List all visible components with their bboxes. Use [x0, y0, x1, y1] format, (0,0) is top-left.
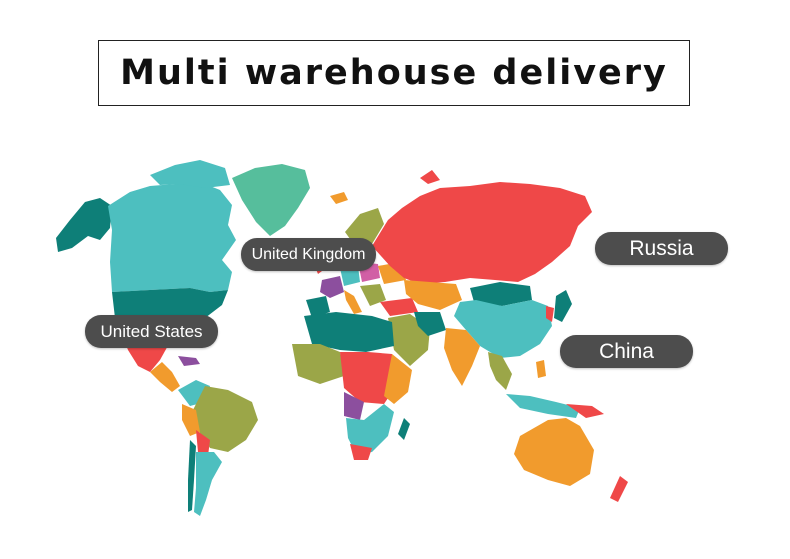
region-central-america — [150, 362, 180, 392]
region-bolivia — [196, 430, 210, 456]
region-turkey — [380, 298, 418, 316]
north-america — [56, 160, 310, 392]
region-france — [320, 276, 344, 298]
region-caribbean — [178, 356, 200, 366]
region-germany — [340, 266, 360, 286]
label-russia: Russia — [595, 232, 728, 265]
label-united-states-text: United States — [100, 321, 203, 341]
region-west-africa — [292, 344, 344, 384]
region-india — [444, 328, 480, 386]
title-box: Multi warehouse delivery — [98, 40, 690, 106]
label-united-kingdom-text: United Kingdom — [251, 245, 366, 263]
region-argentina — [194, 452, 222, 516]
region-spain — [306, 296, 330, 318]
region-china — [454, 300, 552, 358]
oceania — [514, 404, 628, 502]
region-southeast-asia — [488, 352, 512, 390]
region-kazakhstan — [404, 280, 462, 310]
label-china-text: China — [599, 339, 654, 363]
region-korea — [546, 306, 554, 322]
region-philippines — [536, 360, 546, 378]
region-russia-islands — [420, 170, 440, 184]
region-papua — [566, 404, 604, 418]
region-new-zealand — [610, 476, 628, 502]
region-southern-africa — [346, 404, 394, 454]
asia — [388, 280, 580, 418]
region-chile — [188, 440, 196, 512]
region-indonesia — [506, 394, 580, 418]
region-russia — [372, 182, 592, 284]
region-iceland — [330, 192, 348, 204]
label-russia-text: Russia — [629, 236, 694, 260]
region-south-africa — [350, 444, 372, 460]
region-japan — [554, 290, 572, 322]
label-united-states: United States — [85, 315, 218, 348]
region-balkans — [360, 284, 386, 306]
region-brazil — [192, 386, 258, 452]
region-north-africa — [304, 312, 394, 352]
region-congo — [344, 392, 364, 420]
africa — [292, 312, 412, 460]
south-america — [178, 380, 258, 516]
region-madagascar — [398, 418, 410, 440]
region-iran — [414, 312, 446, 336]
region-greenland — [232, 164, 310, 236]
region-alaska — [56, 198, 112, 252]
region-australia — [514, 418, 594, 486]
label-china: China — [560, 335, 693, 368]
region-italy — [344, 290, 362, 314]
region-peru — [182, 404, 200, 436]
label-united-kingdom: United Kingdom — [241, 238, 376, 271]
region-mongolia — [470, 282, 532, 306]
region-canada — [108, 182, 236, 292]
page-title: Multi warehouse delivery — [120, 53, 668, 93]
region-arctic-islands — [150, 160, 230, 188]
region-east-africa — [384, 354, 412, 404]
